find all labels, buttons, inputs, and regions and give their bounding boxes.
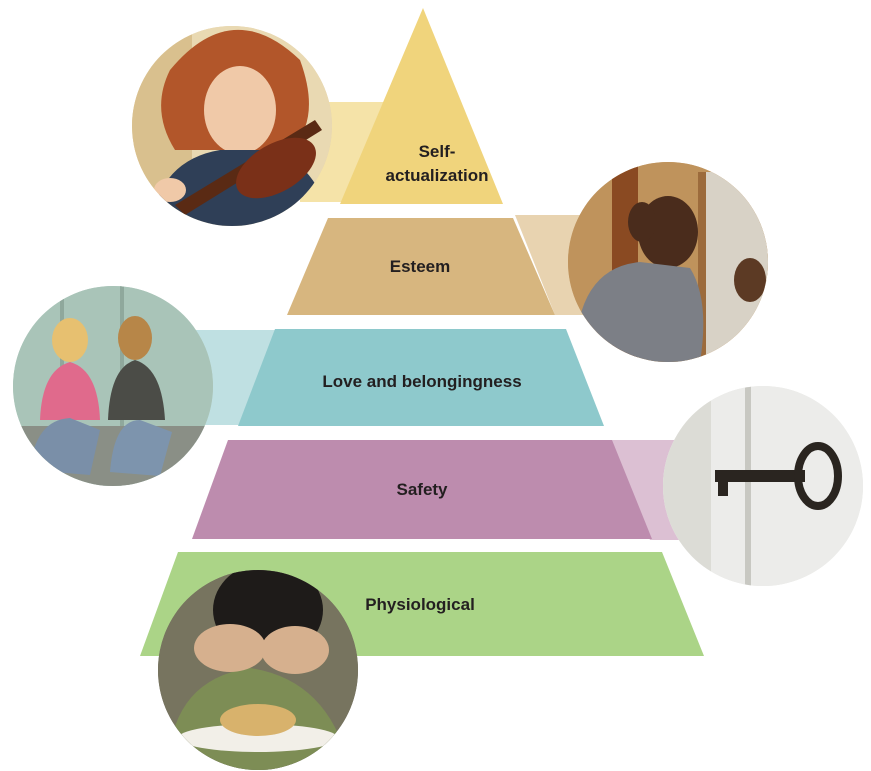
- love-label: Love and belongingness: [322, 372, 521, 391]
- self-actualization-label-2: actualization: [386, 166, 489, 185]
- tier-esteem: [287, 218, 555, 315]
- food-photo: [158, 570, 358, 770]
- esteem-label: Esteem: [390, 257, 450, 276]
- self-actualization-label-line2: actualization: [386, 166, 489, 185]
- friends-photo: [13, 286, 213, 486]
- tier-love-and-belongingness: [238, 329, 604, 426]
- violin-photo: [132, 26, 332, 226]
- self-actualization-label: Self-: [419, 142, 456, 161]
- safety-label: Safety: [396, 480, 448, 499]
- mirror-photo: [568, 162, 768, 362]
- tier-safety: [192, 440, 652, 539]
- physiological-label: Physiological: [365, 595, 475, 614]
- tier-self-actualization: [340, 8, 503, 204]
- self-actualization-label-line1: Self-: [419, 142, 456, 161]
- key-photo: [663, 386, 863, 586]
